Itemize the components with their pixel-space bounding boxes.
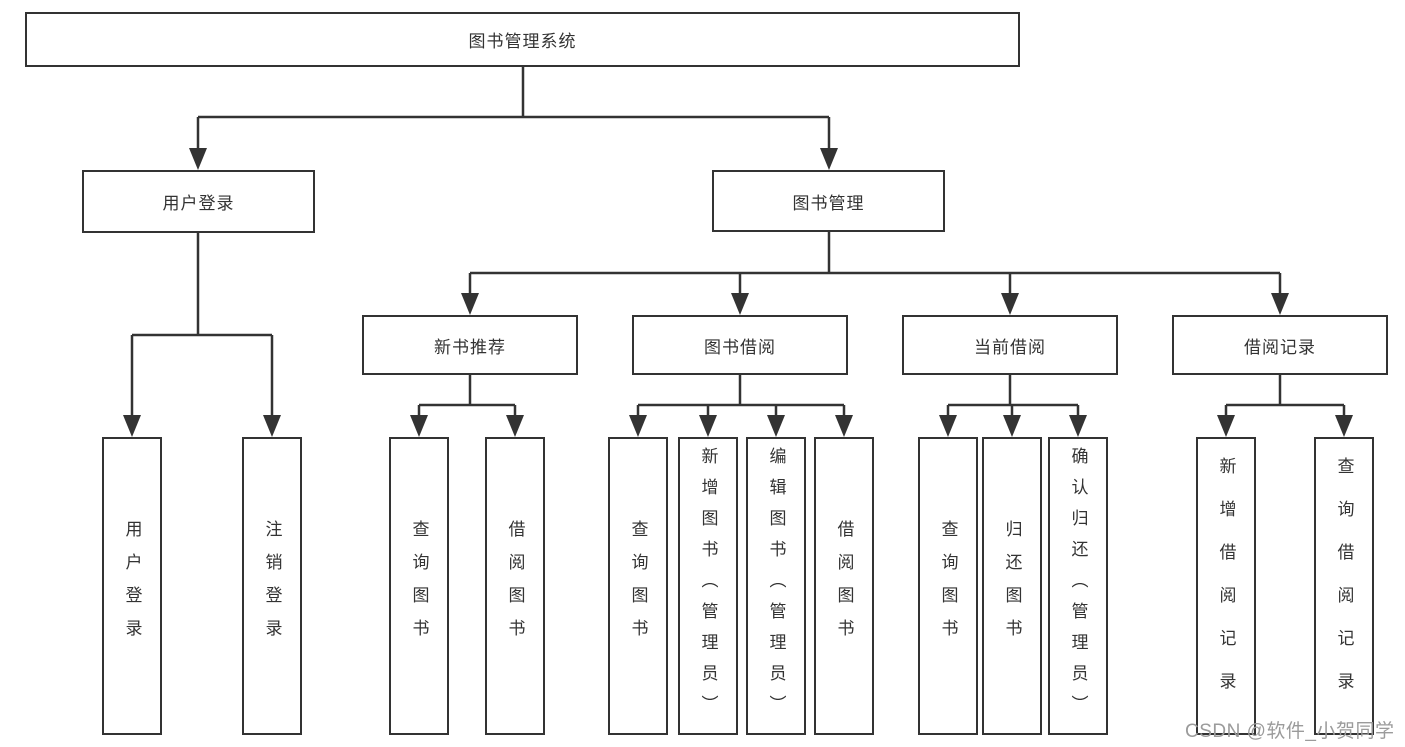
leaf-confirm-return-admin: 确认归还（管理员） [1048,437,1108,735]
node-book-borrowing: 图书借阅 [632,315,848,375]
leaf-borrow-books-recommend: 借阅图书 [485,437,545,735]
leaf-user-login: 用户登录 [102,437,162,735]
leaf-query-books-current: 查询图书 [918,437,978,735]
leaf-borrow-books: 借阅图书 [814,437,874,735]
leaf-edit-books-admin: 编辑图书（管理员） [746,437,806,735]
node-user-login: 用户登录 [82,170,315,233]
leaf-query-borrow-record: 查询借阅记录 [1314,437,1374,735]
leaf-add-borrow-record: 新增借阅记录 [1196,437,1256,735]
node-new-book-recommendation: 新书推荐 [362,315,578,375]
leaf-query-books-recommend: 查询图书 [389,437,449,735]
leaf-add-books-admin: 新增图书（管理员） [678,437,738,735]
node-book-management: 图书管理 [712,170,945,232]
leaf-query-books-borrowing: 查询图书 [608,437,668,735]
leaf-logout-login: 注销登录 [242,437,302,735]
node-borrowing-records: 借阅记录 [1172,315,1388,375]
watermark: CSDN @软件_小贺同学 [1185,721,1395,742]
root-node-library-management-system: 图书管理系统 [25,12,1020,67]
node-current-borrowing: 当前借阅 [902,315,1118,375]
leaf-return-books: 归还图书 [982,437,1042,735]
